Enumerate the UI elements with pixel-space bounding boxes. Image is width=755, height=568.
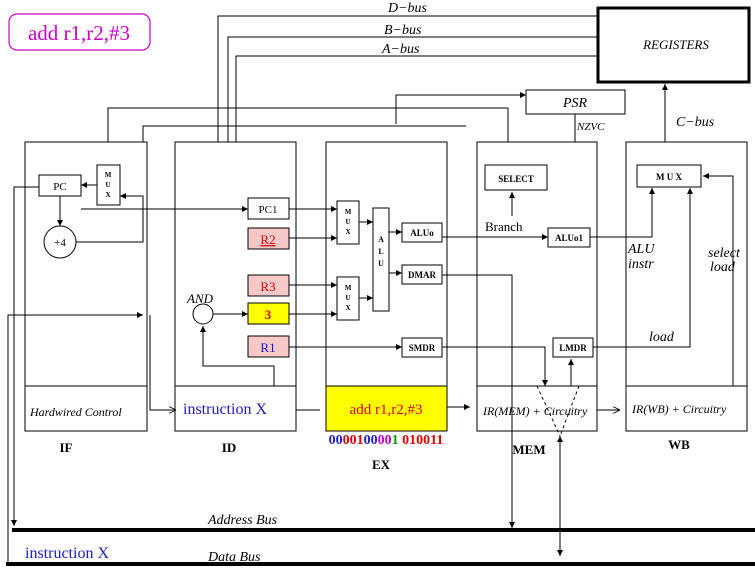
if-panel-text: Hardwired Control	[29, 405, 122, 419]
aluo-register: ALUo	[401, 222, 443, 243]
if-mux-u: U	[105, 181, 110, 189]
r3-register: R3	[247, 274, 290, 297]
wb-mux-label: M U X	[656, 172, 682, 182]
if-mux: M U X	[96, 164, 121, 206]
branch-label: Branch	[485, 219, 523, 234]
ex-mux-bottom-m: M	[345, 284, 352, 292]
address-bus-label: Address Bus	[207, 513, 278, 528]
title-box: add r1,r2,#3	[8, 13, 151, 51]
psr-label: PSR	[562, 96, 588, 111]
lmdr-register: LMDR	[552, 337, 594, 358]
encoding-bit-group: 010011	[402, 433, 443, 448]
b-bus-label: B−bus	[384, 23, 422, 38]
ex-mux-top-x: X	[345, 228, 350, 236]
select-block: SELECT	[484, 164, 548, 191]
branch-to-pc-mux-line	[105, 107, 508, 165]
dmar-label: DMAR	[408, 270, 436, 280]
dmar-register: DMAR	[401, 264, 443, 285]
select-label: SELECT	[498, 174, 534, 184]
encoding-bit-group: 00	[329, 433, 343, 448]
pc-register: PC	[38, 174, 82, 197]
wb-select-line	[703, 173, 734, 386]
lmdr-to-wb-mux-line	[593, 188, 693, 348]
d-bus-label: D−bus	[387, 1, 428, 16]
plus4-label: +4	[54, 237, 66, 249]
alu-to-psr-line	[395, 92, 526, 124]
stage-wb: IR(WB) + Circuitry WB	[625, 141, 748, 452]
imm-register: 3	[247, 302, 290, 325]
plus4-adder: +4	[43, 225, 77, 259]
alu-l: L	[378, 247, 383, 256]
smdr-to-mem-line	[442, 346, 548, 386]
stage-id-label: ID	[222, 440, 236, 455]
mem-dashed-right	[559, 385, 580, 437]
alu-a: A	[378, 235, 384, 244]
pc-to-address-bus-line	[11, 186, 39, 526]
data-bus-to-if-line	[7, 312, 143, 562]
alu-u: U	[378, 259, 384, 268]
if-mux-m: M	[105, 171, 112, 179]
instruction-encoding: 0000100001 010011	[329, 433, 444, 448]
encoding-bit-group: 1	[392, 433, 403, 448]
select-load-label-2: load	[710, 260, 736, 275]
imm-label: 3	[265, 307, 272, 322]
stage-if-label: IF	[60, 440, 73, 455]
aluo-label: ALUo	[410, 228, 434, 238]
nzvc-label: NZVC	[576, 121, 605, 133]
select-load-label-1: select	[708, 246, 741, 261]
smdr-label: SMDR	[409, 343, 436, 353]
alu-instr-label-2: instr	[628, 257, 654, 272]
title-text: add r1,r2,#3	[28, 21, 130, 45]
if-to-id-line	[149, 315, 176, 410]
encoding-bit-group: 00	[378, 433, 392, 448]
aluo1-register: ALUo1	[547, 227, 591, 248]
r2-register: R2	[247, 227, 290, 250]
if-mux-x: X	[105, 191, 110, 199]
wb-panel-text: IR(WB) + Circuitry	[631, 402, 727, 416]
pc1-label: PC1	[259, 204, 278, 216]
id-panel-text: instruction X	[183, 401, 267, 418]
encoding-bit-group: 00	[364, 433, 378, 448]
stage-mem-label: MEM	[512, 442, 545, 457]
aluo1-label: ALUo1	[555, 233, 584, 243]
ex-mux-bottom-x: X	[345, 304, 350, 312]
r1-register: R1	[247, 335, 290, 358]
ex-mux-top: M U X	[336, 200, 360, 245]
alu-block: A L U	[372, 207, 390, 312]
stage-ex-label: EX	[372, 457, 391, 472]
stage-wb-label: WB	[668, 437, 690, 452]
adder-to-mux-line	[76, 193, 144, 243]
instruction-x-label: instruction X	[25, 545, 109, 562]
psr-block: PSR NZVC	[525, 89, 626, 133]
ex-mux-bottom: M U X	[336, 276, 360, 321]
dmar-to-address-bus-line	[442, 274, 515, 528]
pc1-register: PC1	[247, 197, 290, 220]
data-bus-label: Data Bus	[207, 550, 261, 565]
ex-mux-bottom-u: U	[345, 294, 350, 302]
ex-mux-top-u: U	[345, 218, 350, 226]
registers-block: REGISTERS	[596, 6, 751, 84]
ex-panel-text: add r1,r2,#3	[350, 402, 423, 418]
encoding-bit-group: 001	[343, 433, 364, 448]
pc-label: PC	[53, 181, 66, 193]
c-bus-label: C−bus	[676, 115, 715, 130]
aluo1-to-wb-mux-line	[590, 188, 655, 238]
and-label: AND	[186, 291, 214, 306]
and-gate: AND	[186, 291, 214, 325]
lmdr-label: LMDR	[559, 343, 587, 353]
ex-mux-top-m: M	[345, 208, 352, 216]
alu-instr-label-1: ALU	[627, 242, 655, 257]
load-label: load	[649, 330, 675, 345]
r3-label: R3	[260, 279, 275, 294]
a-bus-label: A−bus	[381, 42, 420, 57]
mem-panel-text: IR(MEM) + Circuitry	[482, 404, 588, 418]
smdr-register: SMDR	[401, 337, 443, 358]
r2-label: R2	[260, 232, 275, 247]
r1-label: R1	[260, 340, 275, 355]
wb-mux: M U X	[636, 164, 702, 188]
registers-label: REGISTERS	[642, 37, 709, 52]
ir-to-and-line	[200, 326, 275, 386]
